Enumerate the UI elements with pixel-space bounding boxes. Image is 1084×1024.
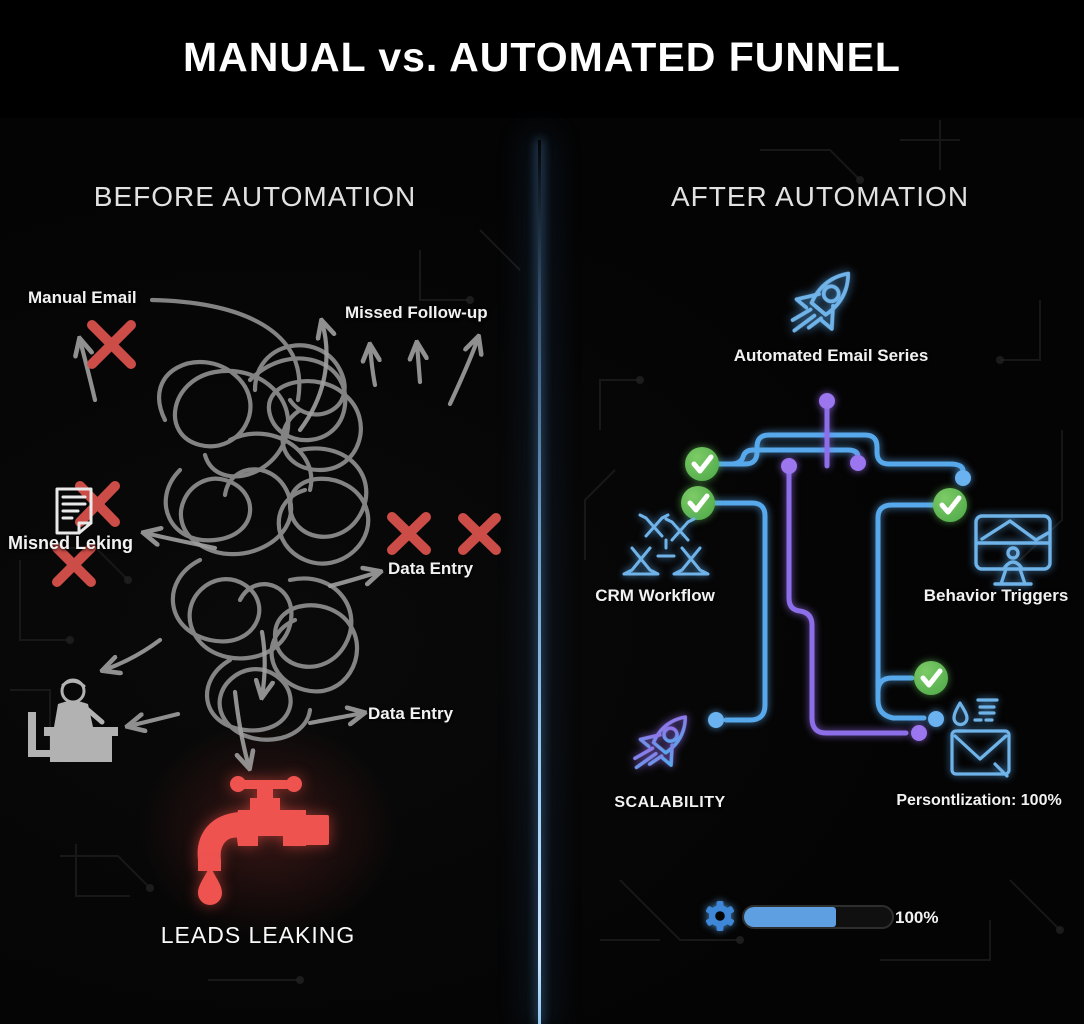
check-icons xyxy=(681,447,967,695)
chaos-arrows xyxy=(80,322,478,767)
drop-icon xyxy=(198,866,222,905)
network-icon xyxy=(622,513,710,576)
flow-lines-blue xyxy=(711,432,966,723)
label-data-entry-lower: Data Entry xyxy=(368,704,454,723)
document-icon xyxy=(55,487,93,535)
right-section-header: AFTER AUTOMATION xyxy=(670,181,970,212)
label-behavior-triggers: Behavior Triggers xyxy=(923,586,1069,605)
label-misned-leking: Misned Leking xyxy=(8,533,134,553)
label-manual-email: Manual Email xyxy=(28,288,137,307)
label-data-entry-upper: Data Entry xyxy=(388,559,474,578)
label-automated-email-series: Automated Email Series xyxy=(733,346,929,365)
faucet-icon xyxy=(197,776,329,871)
envelope-icon xyxy=(950,698,1011,778)
node-dots-purple xyxy=(781,393,927,741)
tangled-arrows xyxy=(149,297,371,742)
progress-bar-fill xyxy=(744,907,836,927)
gear-icon xyxy=(705,901,735,931)
label-missed-followup: Missed Follow-up xyxy=(345,303,488,322)
label-personalization: Persontlization: 100% xyxy=(896,792,1062,809)
x-mark-icons xyxy=(52,320,501,587)
title-band: MANUAL vs. AUTOMATED FUNNEL xyxy=(0,0,1084,118)
node-dots-blue xyxy=(708,470,971,728)
person-desk-icon xyxy=(28,678,118,762)
page-title: MANUAL vs. AUTOMATED FUNNEL xyxy=(183,34,901,80)
progress-percent-label: 100% xyxy=(895,908,939,927)
rocket-icon xyxy=(790,271,851,333)
label-leads-leaking: LEADS LEAKING xyxy=(160,922,356,948)
label-scalability: SCALABILITY xyxy=(614,794,726,811)
left-section-header: BEFORE AUTOMATION xyxy=(93,181,417,212)
flow-lines-purple xyxy=(786,401,909,736)
progress-bar xyxy=(742,905,894,929)
monitor-chart-icon xyxy=(974,514,1052,586)
label-crm-workflow: CRM Workflow xyxy=(595,586,715,605)
rocket-gradient-icon xyxy=(633,715,688,770)
center-divider-glow-line xyxy=(538,140,541,1024)
